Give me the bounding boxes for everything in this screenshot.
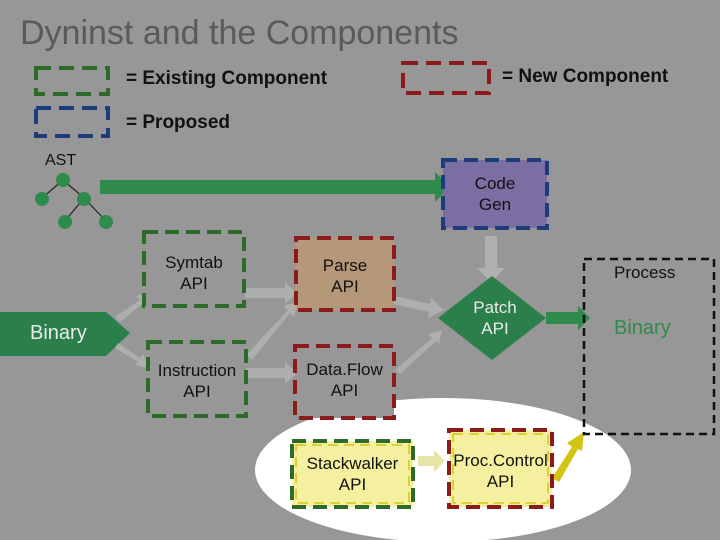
symtab-label: Symtab API bbox=[165, 253, 223, 294]
symtab-to-parse-arrow bbox=[245, 282, 297, 304]
binary-to-symtab-arrow bbox=[115, 292, 150, 322]
codegen-label: Code Gen bbox=[474, 173, 516, 214]
legend-existing-swatch bbox=[34, 66, 110, 96]
patch-shape bbox=[438, 276, 546, 360]
stackwalker-inner-highlight bbox=[295, 444, 410, 504]
instruction-box bbox=[146, 340, 248, 418]
symtab-box bbox=[142, 230, 246, 308]
parse-label: Parse API bbox=[322, 256, 368, 297]
dataflow-to-patch-arrow bbox=[395, 330, 442, 374]
binary-output-label: Binary bbox=[614, 317, 671, 339]
instruction-to-parse-arrow bbox=[246, 302, 298, 360]
legend-existing-label: = Existing Component bbox=[126, 68, 328, 89]
patch-to-binary-arrow bbox=[546, 306, 590, 330]
proccontrol-label: Proc.Control API bbox=[453, 451, 548, 492]
stackwalker-box bbox=[290, 439, 415, 509]
stackwalker-to-proccontrol-arrow bbox=[418, 450, 445, 472]
binary-input-label: Binary bbox=[30, 322, 87, 344]
dataflow-label: Data.Flow API bbox=[306, 360, 383, 401]
patch-label: Patch API bbox=[473, 297, 517, 338]
dataflow-box bbox=[293, 344, 396, 420]
codegen-to-patch-arrow bbox=[477, 236, 505, 282]
parse-box bbox=[294, 236, 396, 312]
proccontrol-box bbox=[447, 428, 554, 509]
proccontrol-to-process-arrow bbox=[552, 432, 584, 482]
process-box bbox=[582, 257, 716, 436]
proccontrol-inner-highlight bbox=[452, 433, 549, 504]
ast-tree-icon bbox=[35, 173, 113, 229]
stackwalker-label: Stackwalker API bbox=[306, 453, 399, 494]
legend-proposed-swatch bbox=[34, 106, 110, 138]
binary-to-instruction-arrow bbox=[115, 343, 149, 368]
parse-to-patch-arrow bbox=[393, 296, 444, 318]
ast-label: AST bbox=[45, 152, 77, 169]
legend-proposed-label: = Proposed bbox=[126, 112, 230, 133]
instruction-label: Instruction API bbox=[157, 361, 237, 402]
process-label: Process bbox=[614, 263, 676, 282]
page-title: Dyninst and the Components bbox=[20, 14, 459, 52]
codegen-box bbox=[441, 158, 549, 230]
binary-input-shape bbox=[0, 312, 130, 356]
instruction-to-dataflow-arrow bbox=[245, 362, 297, 384]
ast-to-codegen-arrow bbox=[100, 172, 450, 202]
legend-new-label: = New Component bbox=[502, 66, 669, 87]
legend-new-swatch bbox=[401, 61, 491, 95]
